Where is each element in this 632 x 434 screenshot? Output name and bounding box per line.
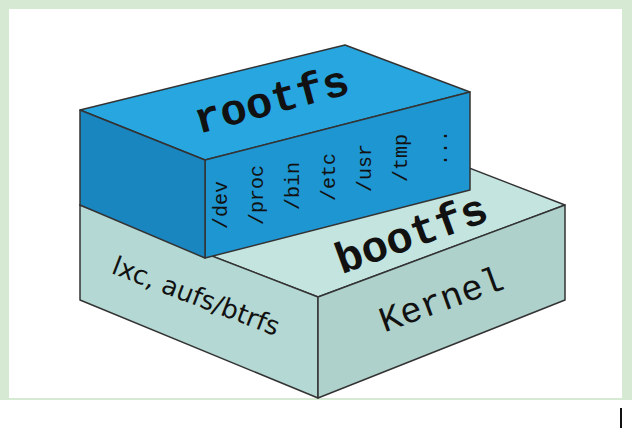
frame-ground <box>0 0 632 400</box>
directory-label: /proc <box>248 165 268 225</box>
side-label: Kernel <box>375 263 509 341</box>
layer-title: rootfs <box>190 60 354 144</box>
directory-label: ... <box>432 130 452 166</box>
directory-label: /dev <box>212 181 232 229</box>
directory-label: /etc <box>320 153 340 201</box>
side-label: lxc, aufs/btrfs <box>109 252 284 340</box>
directory-label: /usr <box>356 144 376 192</box>
directory-label: /tmp <box>392 134 412 182</box>
rootfs-left-face <box>80 110 205 258</box>
layer-title: bootfs <box>330 188 494 284</box>
frame-panel <box>9 9 622 398</box>
cursor-bar <box>620 408 622 428</box>
directory-label: /bin <box>284 162 304 210</box>
bootfs-block: lxc, aufs/btrfs bootfsKernel <box>78 111 568 401</box>
